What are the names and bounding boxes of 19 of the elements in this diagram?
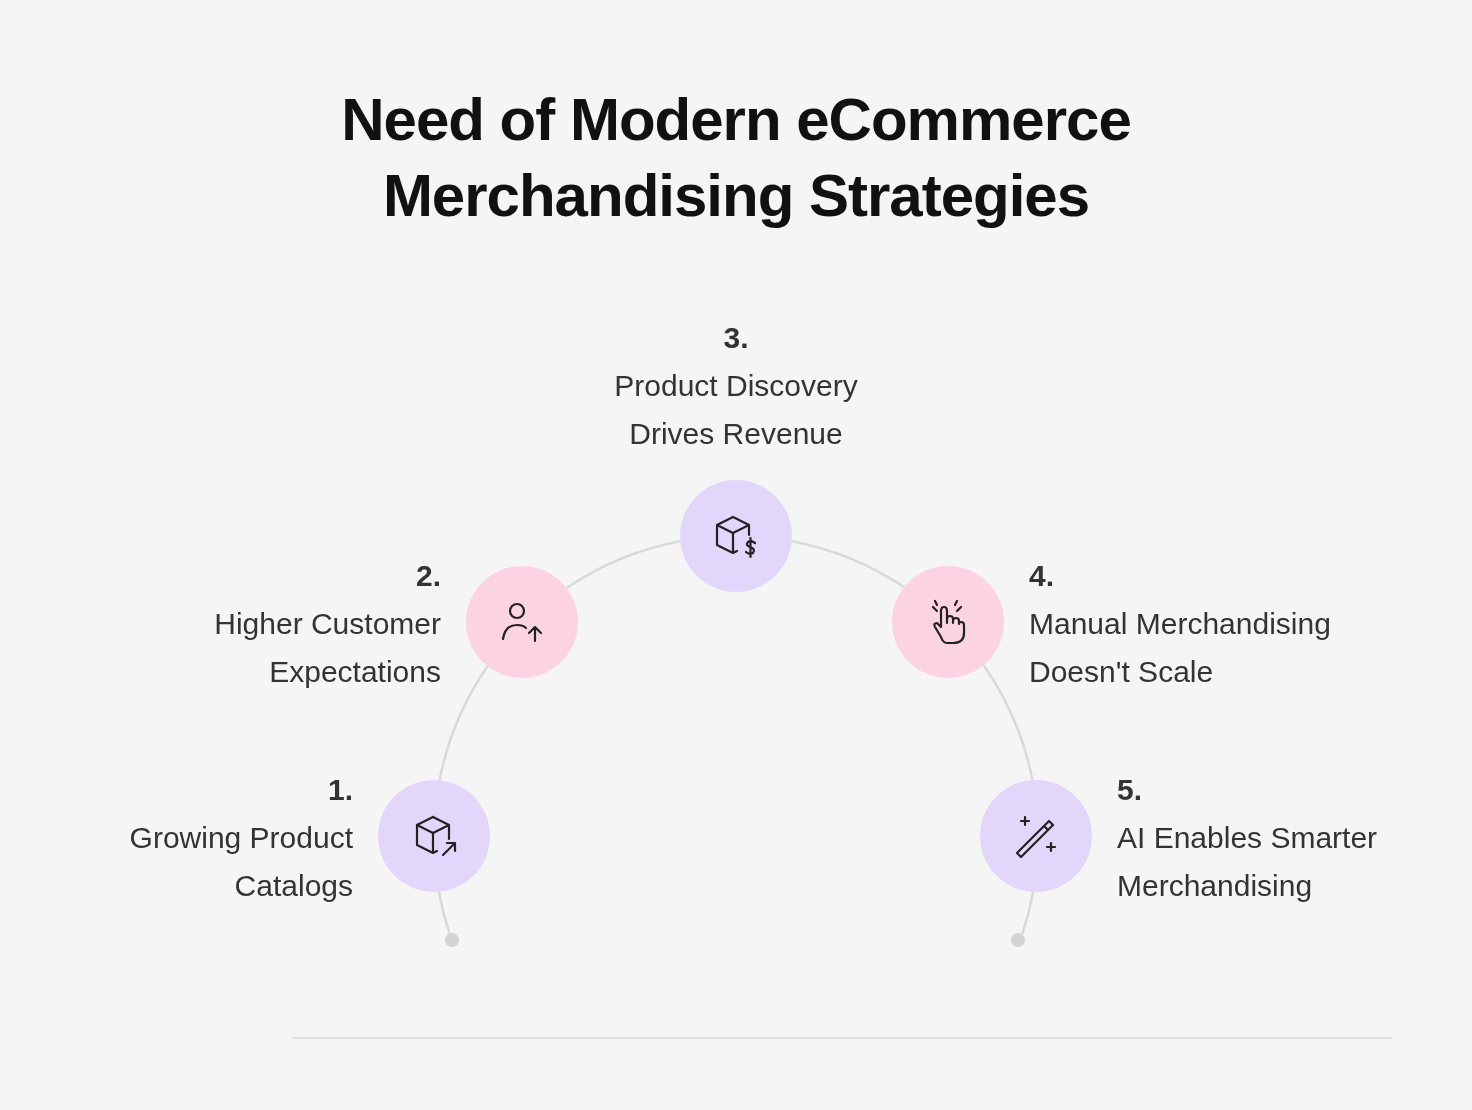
step-label: Growing Product Catalogs (128, 820, 353, 904)
arc-connector (982, 664, 1034, 781)
end-dot (1011, 933, 1025, 947)
step-label: Manual Merchandising Doesn't Scale (1029, 606, 1332, 690)
step-label: Higher Customer Expectations (213, 606, 441, 690)
step-label: Product Discovery Drives Revenue (613, 368, 859, 452)
arc-connector (566, 539, 681, 590)
step-number: 3. (722, 320, 750, 356)
step-number: 1. (326, 772, 353, 808)
step-number: 5. (1117, 772, 1144, 808)
step-label: AI Enables Smarter Merchandising (1117, 820, 1379, 904)
end-dot (445, 933, 459, 947)
arc-connector (438, 665, 489, 781)
step-number: 2. (414, 558, 441, 594)
arc-connector (791, 539, 905, 589)
arc-connector (437, 891, 451, 934)
title: Need of Modern eCommerce Merchandising Strategies (340, 85, 1132, 231)
step-number: 4. (1029, 558, 1056, 594)
arc-connector (1021, 891, 1035, 935)
